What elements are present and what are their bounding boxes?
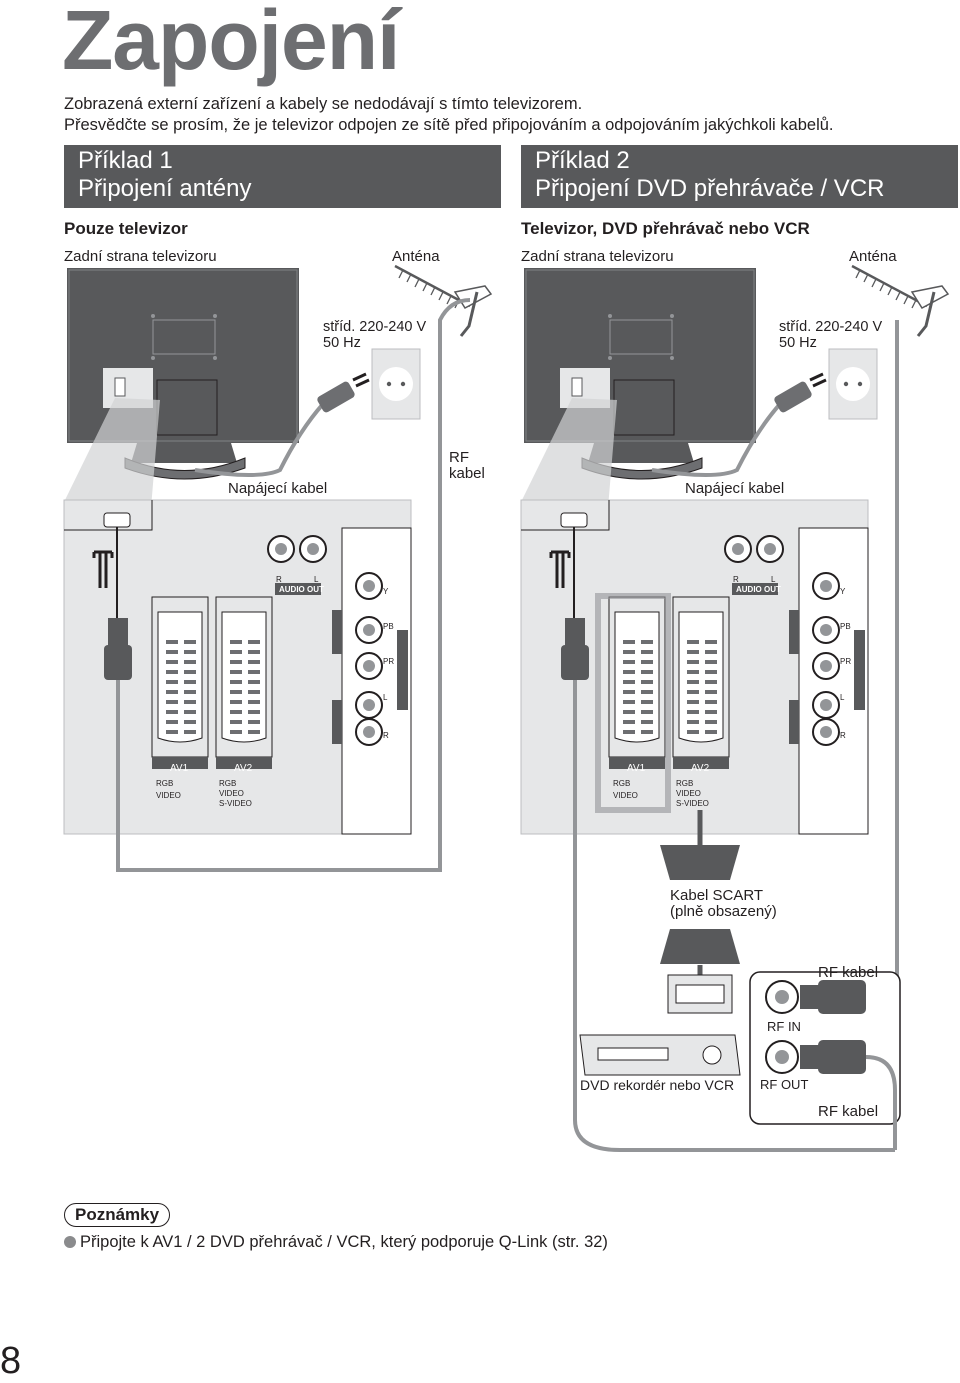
notes-item-1-text: Připojte k AV1 / 2 DVD přehrávač / VCR, … <box>80 1233 608 1251</box>
example2-power-line2: 50 Hz <box>779 335 817 351</box>
example2-heading-line2: Připojení DVD přehrávače / VCR <box>535 175 885 202</box>
recorder-label: DVD rekordér nebo VCR <box>580 1077 735 1093</box>
panel2-l2: L <box>840 693 845 702</box>
panel1-av1-rgb: RGB <box>156 779 174 788</box>
panel2-av2: AV2 <box>691 763 710 774</box>
panel2-pr: PR <box>840 657 852 666</box>
panel2-av1-rgb: RGB <box>613 779 631 788</box>
example1-antenna-label: Anténa <box>392 248 440 265</box>
rf-cable-label-bottom: RF kabel <box>818 1103 879 1120</box>
example2-subheading: Televizor, DVD přehrávač nebo VCR <box>521 219 810 238</box>
panel2-l: L <box>771 575 776 584</box>
panel2-av1: AV1 <box>627 763 646 774</box>
example1-header: Příklad 1 Připojení antény <box>64 145 501 208</box>
example1-power-line2: 50 Hz <box>323 335 361 351</box>
rf-in-label: RF IN <box>767 1019 801 1034</box>
scart-cable-label-line1: Kabel SCART <box>670 887 764 904</box>
example2-power-line1: stříd. 220-240 V <box>779 319 883 335</box>
panel1-l2: L <box>383 693 388 702</box>
panel2-av2-video: VIDEO <box>676 789 701 798</box>
panel1-r: R <box>276 575 282 584</box>
panel2-av2-rgb: RGB <box>676 779 694 788</box>
bullet-icon <box>64 1236 76 1248</box>
panel1-av1-video: VIDEO <box>156 791 181 800</box>
panel1-audio-out: AUDIO OUT <box>279 585 324 594</box>
panel1-y: Y <box>383 587 389 596</box>
example2-power-cable-label: Napájecí kabel <box>685 480 785 497</box>
example2-tv-back-label: Zadní strana televizoru <box>521 248 674 265</box>
example2-header: Příklad 2 Připojení DVD přehrávače / VCR <box>521 145 958 208</box>
example1-wall-outlet-icon <box>371 348 421 420</box>
panel1-av2-rgb: RGB <box>219 779 237 788</box>
rf-cable-label-line1: RF <box>449 449 469 466</box>
panel1-pr: PR <box>383 657 395 666</box>
panel2-audio-out: AUDIO OUT <box>736 585 781 594</box>
example2-wall-outlet-icon <box>828 348 878 420</box>
panel2-pb: PB <box>840 622 851 631</box>
rf-cable-label-top: RF kabel <box>818 964 879 981</box>
example1-heading-line2: Připojení antény <box>78 175 252 202</box>
panel1-av2-video: VIDEO <box>219 789 244 798</box>
notes-item-1: Připojte k AV1 / 2 DVD přehrávač / VCR, … <box>64 1233 608 1252</box>
panel1-av1: AV1 <box>170 763 189 774</box>
panel1-l: L <box>314 575 319 584</box>
scart-cable-label-line2: (plně obsazený) <box>670 903 777 920</box>
example1-heading-line1: Příklad 1 <box>78 147 173 174</box>
example1-power-cable-label: Napájecí kabel <box>228 480 328 497</box>
example2-heading-line1: Příklad 2 <box>535 147 630 174</box>
panel2-av2-svideo: S-VIDEO <box>676 799 709 808</box>
panel2-av1-video: VIDEO <box>613 791 638 800</box>
panel1-av2: AV2 <box>234 763 253 774</box>
notes-title: Poznámky <box>64 1203 171 1227</box>
panel2-r2: R <box>840 731 846 740</box>
rf-cable-label-line2: kabel <box>449 465 485 482</box>
example1-tv-back-label: Zadní strana televizoru <box>64 248 217 265</box>
panel2-y: Y <box>840 587 846 596</box>
panel1-r2: R <box>383 731 389 740</box>
page-title: Zapojení <box>62 0 400 87</box>
example1-power-line1: stříd. 220-240 V <box>323 319 427 335</box>
panel2-r: R <box>733 575 739 584</box>
example1-subheading: Pouze televizor <box>64 219 188 238</box>
intro-line-2: Přesvědčte se prosím, že je televizor od… <box>64 116 834 134</box>
panel1-pb: PB <box>383 622 394 631</box>
intro-line-1: Zobrazená externí zařízení a kabely se n… <box>64 95 583 113</box>
page-number: 8 <box>0 1340 22 1382</box>
example2-antenna-label: Anténa <box>849 248 897 265</box>
rf-out-label: RF OUT <box>760 1077 809 1092</box>
panel1-av2-svideo: S-VIDEO <box>219 799 252 808</box>
